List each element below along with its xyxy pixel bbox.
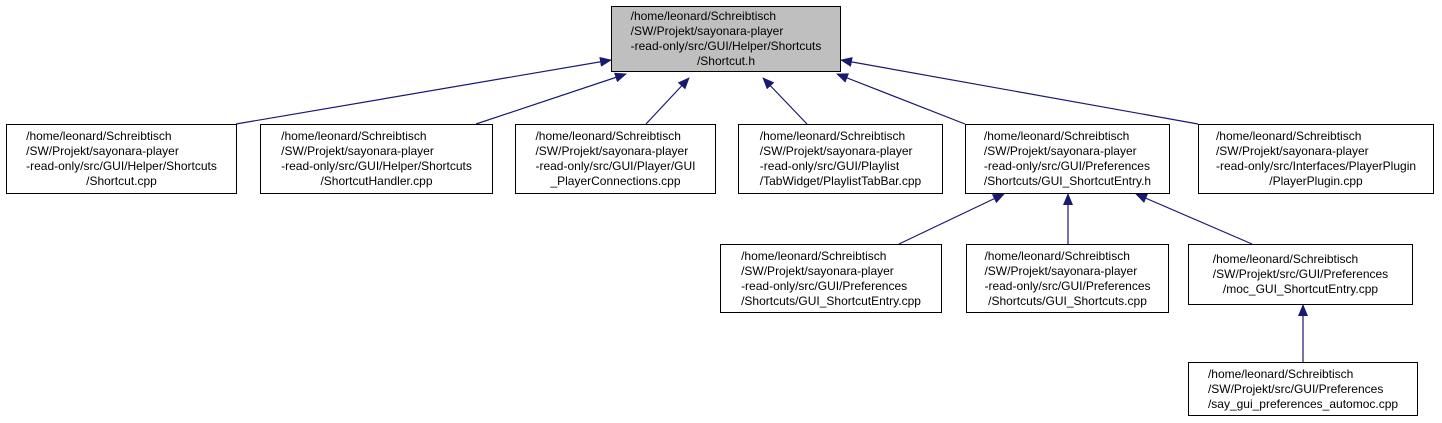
- node-label-line: /SW/Projekt/sayonara-player: [984, 263, 1138, 278]
- root-node-shortcut-h[interactable]: /home/leonard/Schreibtisch/SW/Projekt/sa…: [611, 6, 841, 72]
- node-label-line: /home/leonard/Schreibtisch: [26, 129, 172, 143]
- node-label-line: /SW/Projekt/src/GUI/Preferences: [1207, 381, 1384, 396]
- node-label-line: /Shortcuts/GUI_ShortcutEntry.cpp: [741, 293, 921, 308]
- file-node[interactable]: /home/leonard/Schreibtisch/SW/Projekt/sa…: [720, 244, 942, 313]
- node-label-line: /PlayerPlugin.cpp: [1269, 174, 1363, 188]
- node-label-line: /moc_GUI_ShortcutEntry.cpp: [1222, 282, 1379, 296]
- node-label-line: /Shortcut.cpp: [86, 174, 157, 188]
- node-label-line: -read-only/src/GUI/Helper/Shortcuts: [630, 39, 822, 53]
- file-node[interactable]: /home/leonard/Schreibtisch/SW/Projekt/sa…: [1198, 124, 1434, 194]
- edge-n1-to-root: [235, 56, 612, 125]
- node-label-line: -read-only/src/GUI/Preferences: [983, 159, 1150, 173]
- edges-layer: [235, 56, 1308, 362]
- edge-n3-to-root: [645, 77, 690, 125]
- file-node[interactable]: /home/leonard/Schreibtisch/SW/Projekt/sr…: [1188, 362, 1418, 416]
- node-label-line: /SW/Projekt/sayonara-player: [535, 144, 689, 158]
- node-label-line: -read-only/src/GUI/Helper/Shortcuts: [281, 159, 472, 173]
- node-label-line: /SW/Projekt/sayonara-player: [983, 144, 1137, 158]
- node-label-line: -read-only/src/GUI/Player/GUI: [535, 159, 696, 173]
- node-label-line: -read-only/src/GUI/Preferences: [984, 278, 1151, 293]
- edge-n2-to-root: [475, 72, 627, 125]
- node-label-line: /ShortcutHandler.cpp: [320, 174, 433, 188]
- edge-n5-to-root: [836, 73, 966, 125]
- node-label-line: /home/leonard/Schreibtisch: [535, 129, 681, 143]
- edge-n4-to-root: [762, 77, 808, 125]
- edge-n9-to-n5: [1135, 193, 1253, 245]
- node-label-line: /home/leonard/Schreibtisch: [983, 129, 1130, 143]
- file-node[interactable]: /home/leonard/Schreibtisch/SW/Projekt/sa…: [515, 124, 716, 194]
- node-label-line: /home/leonard/Schreibtisch: [630, 9, 777, 23]
- node-label-line: -read-only/src/GUI/Helper/Shortcuts: [26, 159, 217, 173]
- node-label-line: /SW/Projekt/sayonara-player: [26, 144, 179, 158]
- node-label-line: /SW/Projekt/sayonara-player: [759, 144, 913, 158]
- node-label-line: /Shortcuts/GUI_ShortcutEntry.h: [983, 174, 1152, 188]
- file-node[interactable]: /home/leonard/Schreibtisch/SW/Projekt/sa…: [6, 124, 237, 194]
- node-label-line: /home/leonard/Schreibtisch: [984, 248, 1130, 263]
- node-label-line: -read-only/src/Interfaces/PlayerPlugin: [1215, 159, 1417, 173]
- node-label-line: /SW/Projekt/src/GUI/Preferences: [1212, 267, 1389, 281]
- node-label-line: /SW/Projekt/sayonara-player: [630, 24, 784, 38]
- node-label-line: /SW/Projekt/sayonara-player: [741, 263, 894, 278]
- node-label-line: -read-only/src/GUI/Preferences: [741, 278, 908, 293]
- node-label-line: /home/leonard/Schreibtisch: [281, 129, 427, 143]
- node-label-line: /TabWidget/PlaylistTabBar.cpp: [759, 174, 922, 188]
- node-label-line: /Shortcut.h: [696, 54, 755, 68]
- file-node[interactable]: /home/leonard/Schreibtisch/SW/Projekt/sa…: [738, 124, 943, 194]
- node-label-line: /home/leonard/Schreibtisch: [759, 129, 906, 143]
- node-label-line: /SW/Projekt/sayonara-player: [1215, 144, 1369, 158]
- node-label-line: /SW/Projekt/sayonara-player: [281, 144, 434, 158]
- node-label-line: /home/leonard/Schreibtisch: [1215, 129, 1362, 143]
- node-label-line: _PlayerConnections.cpp: [550, 174, 681, 188]
- file-node[interactable]: /home/leonard/Schreibtisch/SW/Projekt/sa…: [966, 244, 1169, 313]
- file-node[interactable]: /home/leonard/Schreibtisch/SW/Projekt/sa…: [260, 124, 493, 194]
- node-label-line: /home/leonard/Schreibtisch: [1207, 366, 1354, 381]
- node-label-line: /home/leonard/Schreibtisch: [1212, 252, 1359, 266]
- node-label-line: /say_gui_preferences_automoc.cpp: [1207, 396, 1399, 411]
- file-node[interactable]: /home/leonard/Schreibtisch/SW/Projekt/sr…: [1188, 244, 1413, 305]
- node-label-line: -read-only/src/GUI/Playlist: [759, 159, 900, 173]
- edge-n6-to-root: [840, 57, 1199, 125]
- node-label-line: /home/leonard/Schreibtisch: [741, 248, 887, 263]
- file-node[interactable]: /home/leonard/Schreibtisch/SW/Projekt/sa…: [965, 124, 1170, 194]
- node-label-line: /Shortcuts/GUI_Shortcuts.cpp: [988, 293, 1147, 308]
- edge-n7-to-n5: [898, 193, 1005, 245]
